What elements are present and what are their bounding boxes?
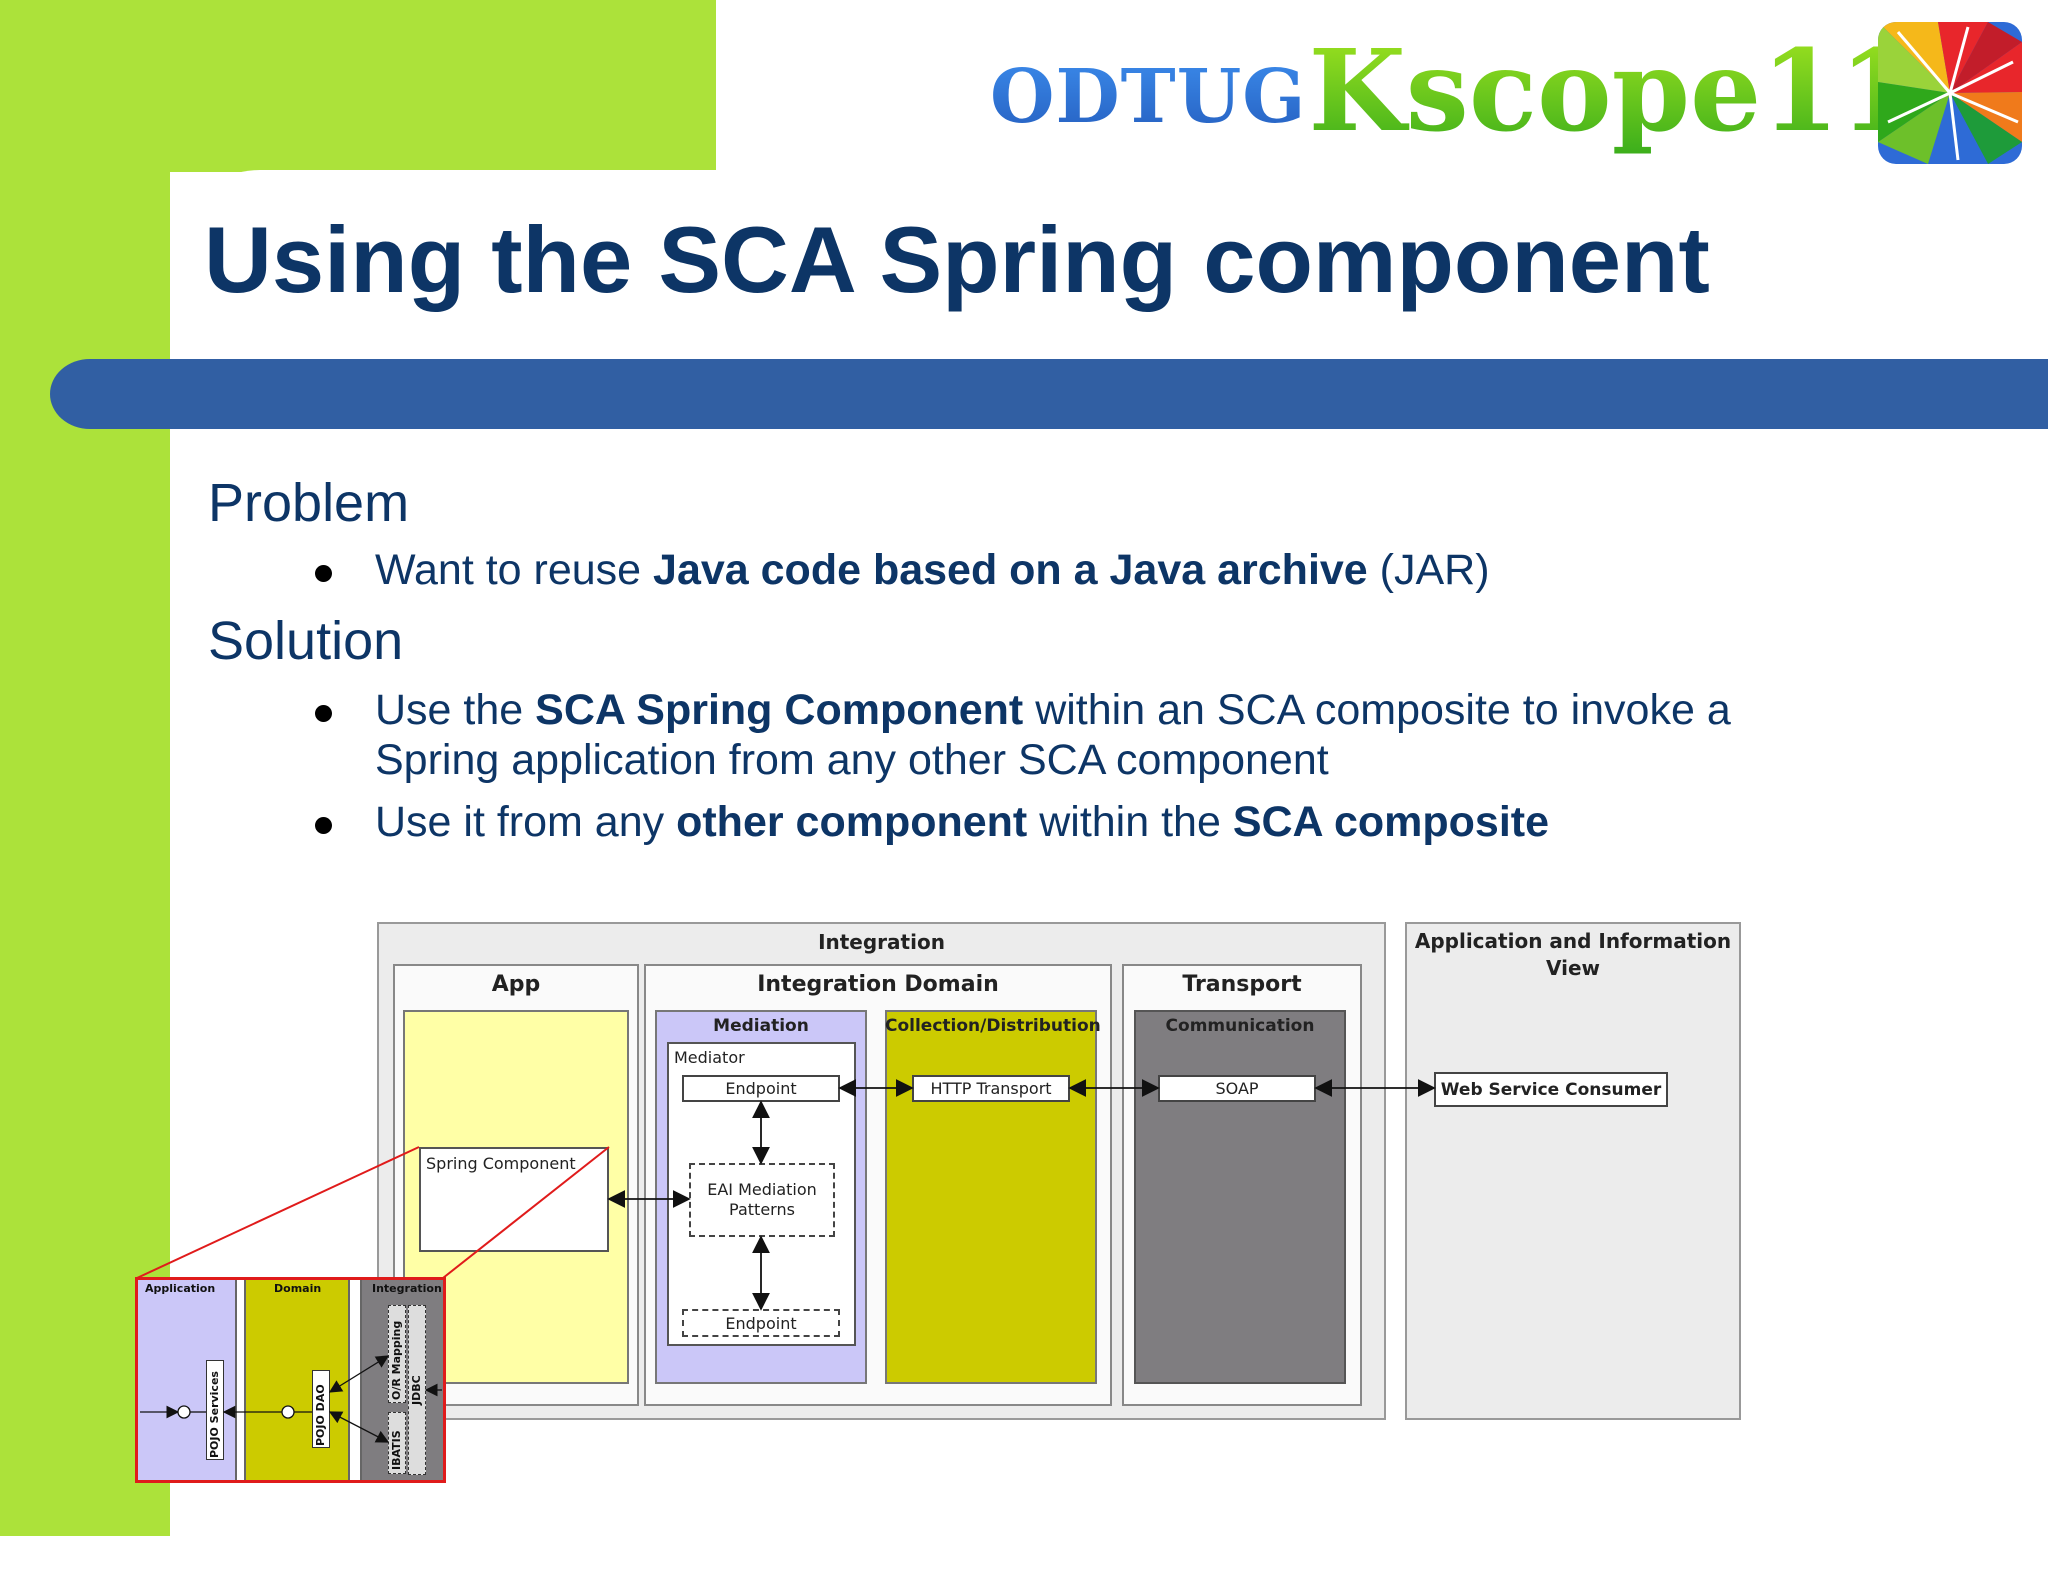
- communication-label: Communication: [1165, 1016, 1315, 1036]
- integration-domain-label: Integration Domain: [757, 972, 999, 997]
- transport-label: Transport: [1182, 972, 1302, 997]
- inset-connectors: [140, 1355, 442, 1443]
- spring-component-label: Spring Component: [426, 1154, 576, 1173]
- http-transport-node: HTTP Transport: [912, 1075, 1070, 1102]
- bullet-marker: [315, 705, 332, 722]
- eai-line-1: EAI Mediation: [707, 1180, 817, 1199]
- communication-panel: [1134, 1010, 1346, 1384]
- collection-panel: [885, 1010, 1097, 1384]
- soap-node: SOAP: [1158, 1075, 1316, 1102]
- problem-bullet-1: Want to reuse Java code based on a Java …: [375, 546, 1490, 594]
- logo-odtug-text: ODTUG: [990, 60, 1306, 170]
- kscope-logo: ODTUG Kscope11: [990, 30, 1917, 170]
- solution-bullet-1: Use the SCA Spring Component within an S…: [375, 686, 1731, 784]
- app-label: App: [491, 972, 541, 997]
- inset-domain-label: Domain: [274, 1282, 322, 1295]
- solution-heading: Solution: [208, 611, 404, 671]
- inset-or-mapping-box: [388, 1305, 406, 1403]
- mediator-label: Mediator: [674, 1048, 745, 1067]
- page-title: Using the SCA Spring component: [204, 207, 1710, 312]
- app-info-view-frame: [1405, 922, 1741, 1420]
- diagram-connectors: [136, 1079, 1436, 1311]
- logo-burst-icon: [1878, 22, 2022, 164]
- inset-integration-label: Integration: [372, 1282, 442, 1295]
- top-green-band: [0, 0, 716, 172]
- inset-pojo-dao-box: [312, 1370, 330, 1448]
- problem-heading: Problem: [208, 473, 410, 533]
- bullet-marker: [315, 817, 332, 834]
- app-info-view-label: Application and Information View: [1414, 929, 1732, 980]
- collection-label: Collection/Distribution: [885, 1016, 1101, 1036]
- solution-bullet-2: Use it from any other component within t…: [375, 798, 1550, 846]
- integration-label: Integration: [818, 930, 945, 954]
- inset-application-label: Application: [145, 1282, 216, 1295]
- inset-ibatis-box: [388, 1412, 406, 1474]
- endpoint-bottom-node: Endpoint: [682, 1309, 840, 1337]
- web-service-consumer-node: Web Service Consumer: [1434, 1072, 1668, 1107]
- mediation-label: Mediation: [713, 1016, 809, 1036]
- title-underline-bar: [50, 359, 2048, 429]
- eai-line-2: Patterns: [729, 1200, 795, 1219]
- bullet-marker: [315, 565, 332, 582]
- logo-kscope-text: Kscope11: [1308, 36, 1917, 170]
